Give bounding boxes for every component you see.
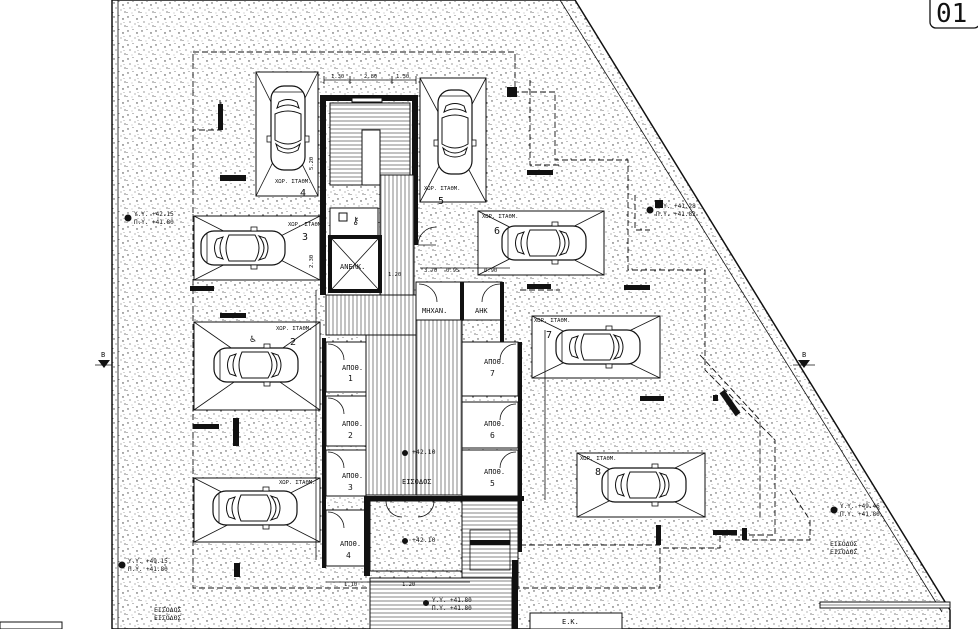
level-mark-right-top: Υ.Υ. +41.28 Π.Υ. +41.82 <box>646 203 696 218</box>
storage-label: ΑΠΟΘ. <box>484 420 505 428</box>
storage-number: 6 <box>490 431 495 440</box>
storage-unit-7: ΑΠΟΘ. 7 <box>461 341 519 397</box>
entrance-label-left-2: ΕΙΣΟΔΟΣ <box>154 614 181 622</box>
wheelchair-icon: ♿ <box>250 334 256 345</box>
section-marker-right: B <box>793 351 815 368</box>
parking-space-5: ΧΩΡ. ΣΤΑΘΜ. 5 <box>419 77 487 207</box>
level-mark-right-bottom: Υ.Υ. +49.46 Π.Υ. +41.80 <box>830 503 880 518</box>
street-level-1: Υ.Υ. +41.80 <box>432 597 472 604</box>
storage-number: 4 <box>346 551 351 560</box>
parking-number: 7 <box>546 330 552 341</box>
parking-label: ΧΩΡ. ΣΤΑΘΜ. <box>424 186 460 192</box>
level-mark-left-bottom: Υ.Υ. +49.15 Π.Υ. +41.80 <box>118 558 168 573</box>
parking-label: ΧΩΡ. ΣΤΑΘΜ. <box>275 179 311 185</box>
dimension-mid: 1.20 <box>388 272 401 278</box>
corridor-level: +42.10 <box>412 448 436 456</box>
svg-text:Π.Υ. +41.80: Π.Υ. +41.80 <box>134 219 174 226</box>
storage-unit-3: ΑΠΟΘ. 3 <box>325 449 367 497</box>
storage-label: ΑΠΟΘ. <box>484 468 505 476</box>
svg-text:0.90: 0.90 <box>484 268 497 274</box>
storage-number: 5 <box>490 479 495 488</box>
lift-label: ΑΝΕΛΚ. <box>340 263 365 271</box>
dimension-row: 3.70 0.95 0.90 <box>420 267 510 274</box>
ek-box <box>529 612 623 629</box>
storage-label: ΑΠΟΘ. <box>342 364 363 372</box>
parking-number: 5 <box>438 196 444 207</box>
parking-label: ΧΩΡ. ΣΤΑΘΜ. <box>276 326 312 332</box>
parking-space-6: ΧΩΡ. ΣΤΑΘΜ. 6 <box>477 210 605 276</box>
entrance-label-left-1: ΕΙΣΟΔΟΣ <box>154 606 181 614</box>
storage-number: 3 <box>348 483 353 492</box>
parking-label: ΧΩΡ. ΣΤΑΘΜ. <box>482 214 518 220</box>
storage-unit-5: ΑΠΟΘ. 5 <box>461 449 519 497</box>
storage-label: ΑΠΟΘ. <box>342 420 363 428</box>
svg-text:Π.Υ. +41.80: Π.Υ. +41.80 <box>840 511 880 518</box>
section-marker-left: B <box>95 351 112 368</box>
sheet-number-badge: 01 <box>929 0 978 29</box>
parking-space-4: ΧΩΡ. ΣΤΑΘΜ. 4 <box>255 71 319 199</box>
storage-number: 2 <box>348 431 353 440</box>
parking-number: 6 <box>494 226 500 237</box>
svg-text:Υ.Υ. +49.46: Υ.Υ. +49.46 <box>840 503 880 510</box>
ahk-room-label: ΑΗΚ <box>475 307 488 315</box>
svg-text:Υ.Υ. +41.28: Υ.Υ. +41.28 <box>656 203 696 210</box>
parking-number: 8 <box>595 467 601 478</box>
storage-unit-6: ΑΠΟΘ. 6 <box>461 401 519 449</box>
storage-number: 7 <box>490 369 495 378</box>
lobby: ΕΙΣΟΔΟΣ +42.10 +42.10 <box>369 448 519 590</box>
svg-text:1.30: 1.30 <box>331 74 344 80</box>
machine-room-label: ΜΗΧΑΝ. <box>422 307 447 315</box>
section-letter: B <box>802 351 806 359</box>
parking-label: ΧΩΡ. ΣΤΑΘΜ. <box>288 222 324 228</box>
svg-text:1.10: 1.10 <box>344 582 357 588</box>
svg-text:1.20: 1.20 <box>402 582 415 588</box>
svg-text:3.70: 3.70 <box>424 268 437 274</box>
key-icon: ⚷ <box>352 216 359 227</box>
parking-label: ΧΩΡ. ΣΤΑΘΜ. <box>279 480 315 486</box>
dimension-lift: 2.30 <box>309 255 315 268</box>
dimension-top: 1.30 2.80 1.30 <box>323 74 417 84</box>
svg-text:Π.Υ. +41.80: Π.Υ. +41.80 <box>128 566 168 573</box>
storage-label: ΑΠΟΘ. <box>342 472 363 480</box>
storage-label: ΑΠΟΘ. <box>484 358 505 366</box>
lobby-level: +42.10 <box>412 536 436 544</box>
entrance-label: ΕΙΣΟΔΟΣ <box>402 478 432 486</box>
ek-label: Ε.Κ. <box>562 618 579 626</box>
wall-fragments <box>190 87 747 577</box>
svg-text:0.95: 0.95 <box>446 268 459 274</box>
parking-number: 3 <box>302 232 308 243</box>
building-core: ⚷ ΑΝΕΛΚ. ΜΗΧΑΝ. ΑΗΚ <box>320 95 504 496</box>
parking-space-2: ΧΩΡ. ΣΤΑΘΜ. ♿ 2 <box>193 321 321 411</box>
parking-label: ΧΩΡ. ΣΤΑΘΜ. <box>534 318 570 324</box>
storage-unit-1: ΑΠΟΘ. 1 <box>325 341 367 393</box>
svg-text:2.80: 2.80 <box>364 74 377 80</box>
entrance-label-right-1: ΕΙΣΟΔΟΣ <box>830 540 857 548</box>
sheet-number: 01 <box>936 0 967 29</box>
storage-unit-4: ΑΠΟΘ. 4 <box>325 509 371 567</box>
svg-text:Υ.Υ. +42.15: Υ.Υ. +42.15 <box>134 211 174 218</box>
parking-space-8: ΧΩΡ. ΣΤΑΘΜ. 8 <box>576 452 706 518</box>
parking-number: 4 <box>300 188 306 199</box>
storage-unit-2: ΑΠΟΘ. 2 <box>325 395 367 447</box>
storage-label: ΑΠΟΘ. <box>340 540 361 548</box>
street-level-2: Π.Υ. +41.80 <box>432 605 472 612</box>
level-mark-left-top: Υ.Υ. +42.15 Π.Υ. +41.80 <box>124 211 174 226</box>
svg-text:Π.Υ. +41.82: Π.Υ. +41.82 <box>656 211 696 218</box>
svg-text:1.30: 1.30 <box>396 74 409 80</box>
parking-space-7: ΧΩΡ. ΣΤΑΘΜ. 7 <box>531 315 661 379</box>
dimension-stair: 5.20 <box>309 157 315 170</box>
walkway <box>369 577 513 629</box>
entrance-label-right-2: ΕΙΣΟΔΟΣ <box>830 548 857 556</box>
storage-number: 1 <box>348 374 353 383</box>
dimension-bottom: 1.10 1.20 <box>326 581 470 588</box>
svg-text:Υ.Υ. +49.15: Υ.Υ. +49.15 <box>128 558 168 565</box>
parking-label: ΧΩΡ. ΣΤΑΘΜ. <box>580 456 616 462</box>
section-letter: B <box>101 351 105 359</box>
building-envelope <box>192 51 776 589</box>
parking-number: 2 <box>290 337 296 348</box>
parking-space-3: ΧΩΡ. ΣΤΑΘΜ. 3 <box>193 215 324 281</box>
parking-space-1: ΧΩΡ. ΣΤΑΘΜ. <box>193 477 321 543</box>
